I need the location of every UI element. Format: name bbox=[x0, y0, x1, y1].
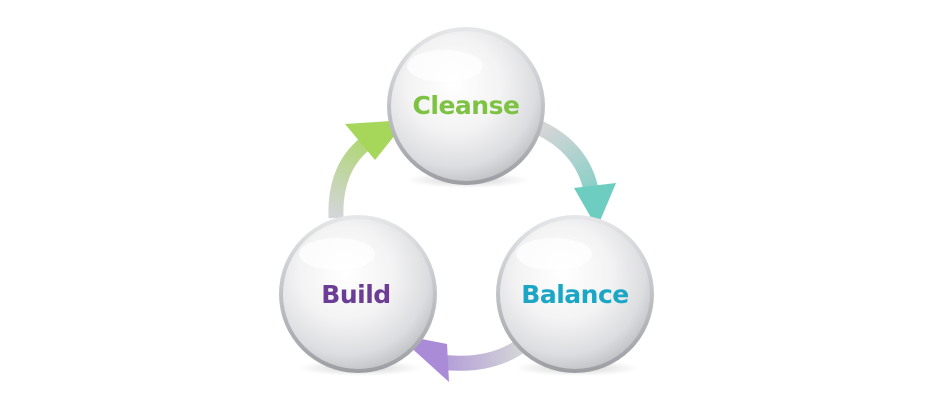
arrow-cleanse-to-balance bbox=[536, 121, 616, 228]
sphere-highlight bbox=[299, 238, 375, 270]
node-label-cleanse: Cleanse bbox=[413, 91, 520, 120]
sphere-highlight bbox=[407, 50, 483, 82]
node-label-build: Build bbox=[321, 280, 390, 309]
node-build: Build bbox=[279, 215, 437, 376]
node-balance: Balance bbox=[496, 215, 654, 376]
node-label-balance: Balance bbox=[521, 280, 628, 309]
node-cleanse: Cleanse bbox=[387, 27, 545, 188]
sphere-highlight bbox=[516, 238, 592, 270]
